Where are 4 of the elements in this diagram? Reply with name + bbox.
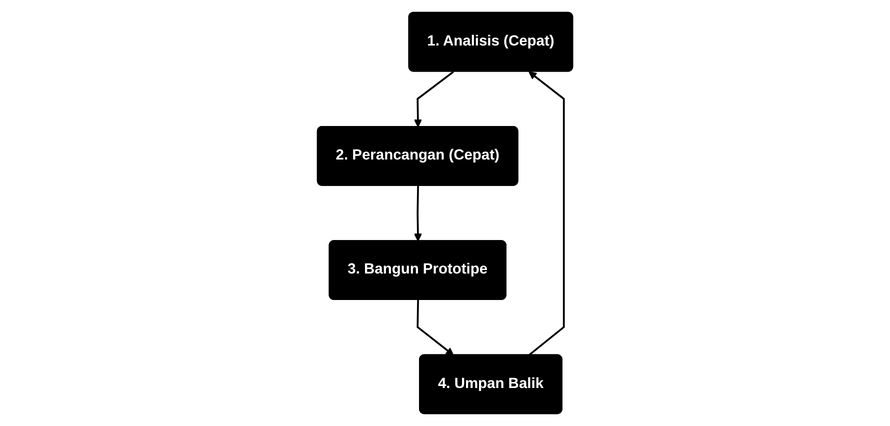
arrow xyxy=(414,186,422,242)
arrow xyxy=(414,71,454,128)
arrow xyxy=(416,300,454,356)
arrow xyxy=(528,71,565,356)
